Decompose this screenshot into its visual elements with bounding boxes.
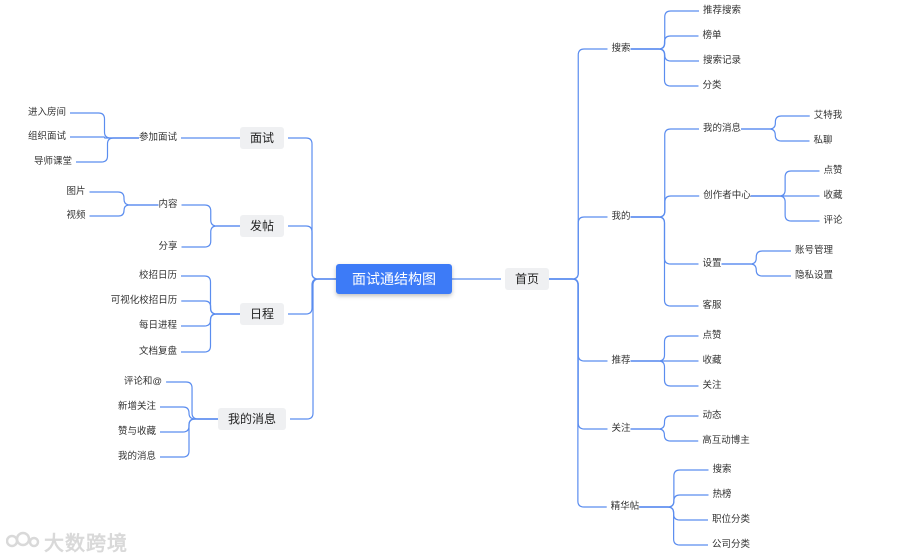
connector-line-3 — [70, 136, 139, 139]
leaf-node-r0-1-0-0: 艾特我 — [813, 110, 843, 121]
leaf-node-r0-0: 搜索 — [611, 43, 631, 54]
leaf-node-r0-1-2-1: 隐私设置 — [794, 270, 834, 281]
connector-line-10 — [288, 278, 336, 315]
connector-line-29 — [741, 128, 810, 142]
leaf-node-r0-0-0: 推荐搜索 — [702, 5, 742, 16]
connector-line-30 — [630, 195, 700, 218]
leaf-node-l2-3: 文档复盘 — [138, 346, 178, 357]
leaf-node-r0-2-0: 点赞 — [702, 330, 722, 341]
leaf-node-r0-2-1: 收藏 — [702, 355, 722, 366]
leaf-node-r0-1: 我的 — [611, 211, 631, 222]
leaf-node-r0-1-0-1: 私聊 — [813, 135, 833, 146]
leaf-node-l1-0: 内容 — [158, 199, 178, 210]
watermark-text: 大数跨境 — [44, 532, 128, 555]
connector-line-45 — [549, 278, 607, 508]
leaf-node-l0-0-0: 进入房间 — [27, 107, 67, 118]
connector-line-16 — [166, 381, 218, 420]
connector-line-15 — [290, 278, 336, 420]
leaf-node-r0-4-2: 职位分类 — [711, 514, 751, 525]
connector-line-49 — [639, 506, 708, 546]
root-node: 面试通结构图 — [336, 264, 452, 294]
leaf-node-l3-1: 新增关注 — [117, 401, 157, 412]
connector-line-36 — [721, 263, 791, 277]
leaf-node-l0-0: 参加面试 — [138, 132, 178, 143]
connector-line-9 — [181, 225, 240, 248]
branch-node-r0: 首页 — [504, 268, 550, 290]
leaf-node-l1-0-0: 图片 — [66, 186, 86, 197]
connector-line-37 — [630, 216, 699, 307]
connector-line-26 — [549, 216, 608, 280]
leaf-node-r0-4-0: 搜索 — [712, 464, 732, 475]
leaf-node-l0-0-2: 导师课堂 — [33, 156, 73, 167]
branch-node-l2: 日程 — [239, 303, 285, 325]
leaf-node-r0-1-1-1: 收藏 — [823, 190, 843, 201]
leaf-node-r0-1-2: 设置 — [702, 258, 722, 269]
connector-line-2 — [70, 112, 139, 139]
leaf-node-r0-1-0: 我的消息 — [702, 123, 742, 134]
connector-line-35 — [721, 250, 791, 265]
branch-node-l0: 面试 — [239, 127, 285, 149]
connector-line-6 — [181, 204, 240, 227]
leaf-node-r0-2-2: 关注 — [702, 380, 722, 391]
leaf-node-r0-3-0: 动态 — [702, 410, 722, 421]
connector-line-5 — [288, 225, 336, 280]
leaf-node-l1-0-1: 视频 — [66, 210, 86, 221]
leaf-node-r0-1-1-0: 点赞 — [823, 165, 843, 176]
leaf-node-l3-2: 赞与收藏 — [117, 426, 157, 437]
connector-line-28 — [741, 115, 810, 130]
connector-line-17 — [160, 406, 218, 420]
leaf-node-r0-0-2: 搜索记录 — [702, 55, 742, 66]
branch-node-l1: 发帖 — [239, 215, 285, 237]
leaf-node-l1-1: 分享 — [158, 241, 178, 252]
leaf-node-l2-0: 校招日历 — [138, 270, 178, 281]
leaf-node-r0-0-1: 榜单 — [702, 30, 722, 41]
watermark-logo-icon — [6, 531, 40, 548]
connector-line-39 — [630, 335, 699, 362]
connector-line-41 — [630, 360, 699, 387]
connector-line-31 — [750, 170, 820, 197]
connector-line-8 — [89, 204, 159, 217]
connector-line-25 — [630, 48, 699, 87]
leaf-node-r0-4-1: 热榜 — [712, 489, 732, 500]
watermark: 大数跨境 — [6, 528, 128, 555]
leaf-node-r0-2: 推荐 — [611, 355, 631, 366]
leaf-node-r0-1-1: 创作者中心 — [703, 190, 751, 201]
connector-line-4 — [76, 137, 139, 163]
connector-line-44 — [630, 428, 699, 442]
leaf-node-r0-4-3: 公司分类 — [711, 539, 751, 550]
leaf-node-r0-1-2-0: 账号管理 — [794, 245, 834, 256]
connector-line-43 — [630, 415, 699, 430]
leaf-node-l2-1: 可视化校招日历 — [110, 295, 178, 306]
leaf-node-r0-1-1-2: 评论 — [823, 215, 843, 226]
connector-line-14 — [181, 313, 240, 353]
branch-node-l3: 我的消息 — [217, 408, 287, 430]
leaf-node-r0-0-3: 分类 — [702, 80, 722, 91]
connector-line-7 — [89, 191, 159, 206]
leaf-node-l2-2: 每日进程 — [138, 320, 178, 331]
leaf-node-l0-0-1: 组织面试 — [27, 131, 67, 142]
leaf-node-l3-0: 评论和@ — [123, 376, 163, 387]
leaf-node-l3-3: 我的消息 — [117, 451, 157, 462]
leaf-node-r0-4: 精华帖 — [610, 501, 640, 512]
connector-line-19 — [160, 418, 218, 458]
leaf-node-r0-3-1: 高互动博主 — [702, 435, 750, 446]
leaf-node-r0-1-3: 客服 — [702, 300, 722, 311]
leaf-node-r0-3: 关注 — [611, 423, 631, 434]
connector-line-33 — [750, 195, 820, 222]
